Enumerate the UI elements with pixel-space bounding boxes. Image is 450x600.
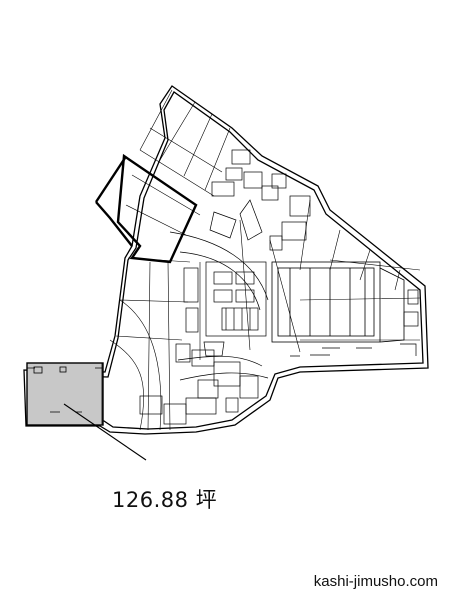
bold-section: [94, 153, 198, 264]
unit-details: [27, 362, 103, 425]
area-label: 126.88 坪: [112, 488, 218, 512]
structural-grid: [109, 89, 421, 431]
leader-line: [63, 403, 147, 461]
site-watermark: kashi-jimusho.com: [313, 573, 438, 590]
central-hall: [271, 261, 405, 343]
service-rooms-lower: [139, 341, 259, 425]
core-blocks: [183, 261, 267, 337]
building-outline: [23, 85, 429, 435]
right-edge-details: [290, 289, 419, 357]
arc-bands: [169, 231, 269, 381]
service-rooms-upper: [209, 149, 311, 251]
